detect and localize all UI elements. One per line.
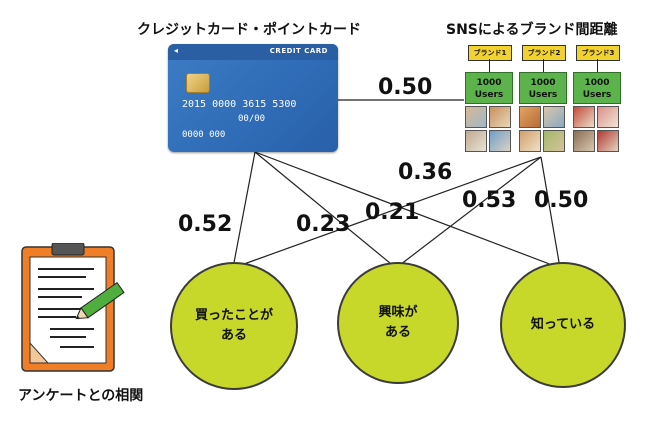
users-box-3: 1000 Users (573, 72, 621, 104)
clipboard-icon (21, 243, 125, 372)
photo-tile (543, 106, 565, 128)
corr-card-brand: 0.50 (378, 75, 433, 100)
corr-value: 0.52 (178, 212, 233, 237)
photo-tile (465, 106, 487, 128)
photo-tile (465, 130, 487, 152)
circle-interested: 興味が ある (337, 262, 459, 384)
photo-tile (597, 130, 619, 152)
card-brand-label: CREDIT CARD (269, 47, 328, 55)
photo-tile (489, 130, 511, 152)
tag-connector (489, 59, 490, 74)
corr-value: 0.50 (534, 188, 589, 213)
credit-card-image: ◂ CREDIT CARD 2015 0000 3615 5300 00/00 … (168, 44, 338, 152)
sns-section-title: SNSによるブランド間距離 (446, 22, 618, 38)
photo-tile (597, 106, 619, 128)
photo-tile (489, 106, 511, 128)
corr-value: 0.36 (398, 160, 453, 185)
corr-value: 0.53 (462, 188, 517, 213)
survey-label: アンケートとの相関 (18, 388, 144, 404)
photo-tile (519, 106, 541, 128)
circle-aware: 知っている (500, 262, 626, 388)
card-expiry: 00/00 (238, 114, 266, 124)
photo-tile (519, 130, 541, 152)
chip-icon (186, 73, 210, 93)
brand-tag-2: ブランド2 (522, 45, 566, 61)
photo-tile (573, 106, 595, 128)
card-arrow-icon: ◂ (174, 46, 179, 55)
card-holder: 0000 000 (182, 130, 226, 140)
card-section-title: クレジットカード・ポイントカード (137, 22, 361, 38)
brand-tag-3: ブランド3 (576, 45, 620, 61)
circle-purchased: 買ったことが ある (170, 262, 298, 390)
brand-tag-1: ブランド1 (468, 45, 512, 61)
users-box-1: 1000 Users (465, 72, 513, 104)
photo-tile (573, 130, 595, 152)
tag-connector (543, 59, 544, 74)
tag-connector (597, 59, 598, 74)
card-number: 2015 0000 3615 5300 (182, 99, 297, 110)
corr-value: 0.23 (296, 212, 351, 237)
photo-tile (543, 130, 565, 152)
corr-value: 0.21 (365, 200, 420, 225)
card-header-band (168, 44, 338, 60)
users-box-2: 1000 Users (519, 72, 567, 104)
